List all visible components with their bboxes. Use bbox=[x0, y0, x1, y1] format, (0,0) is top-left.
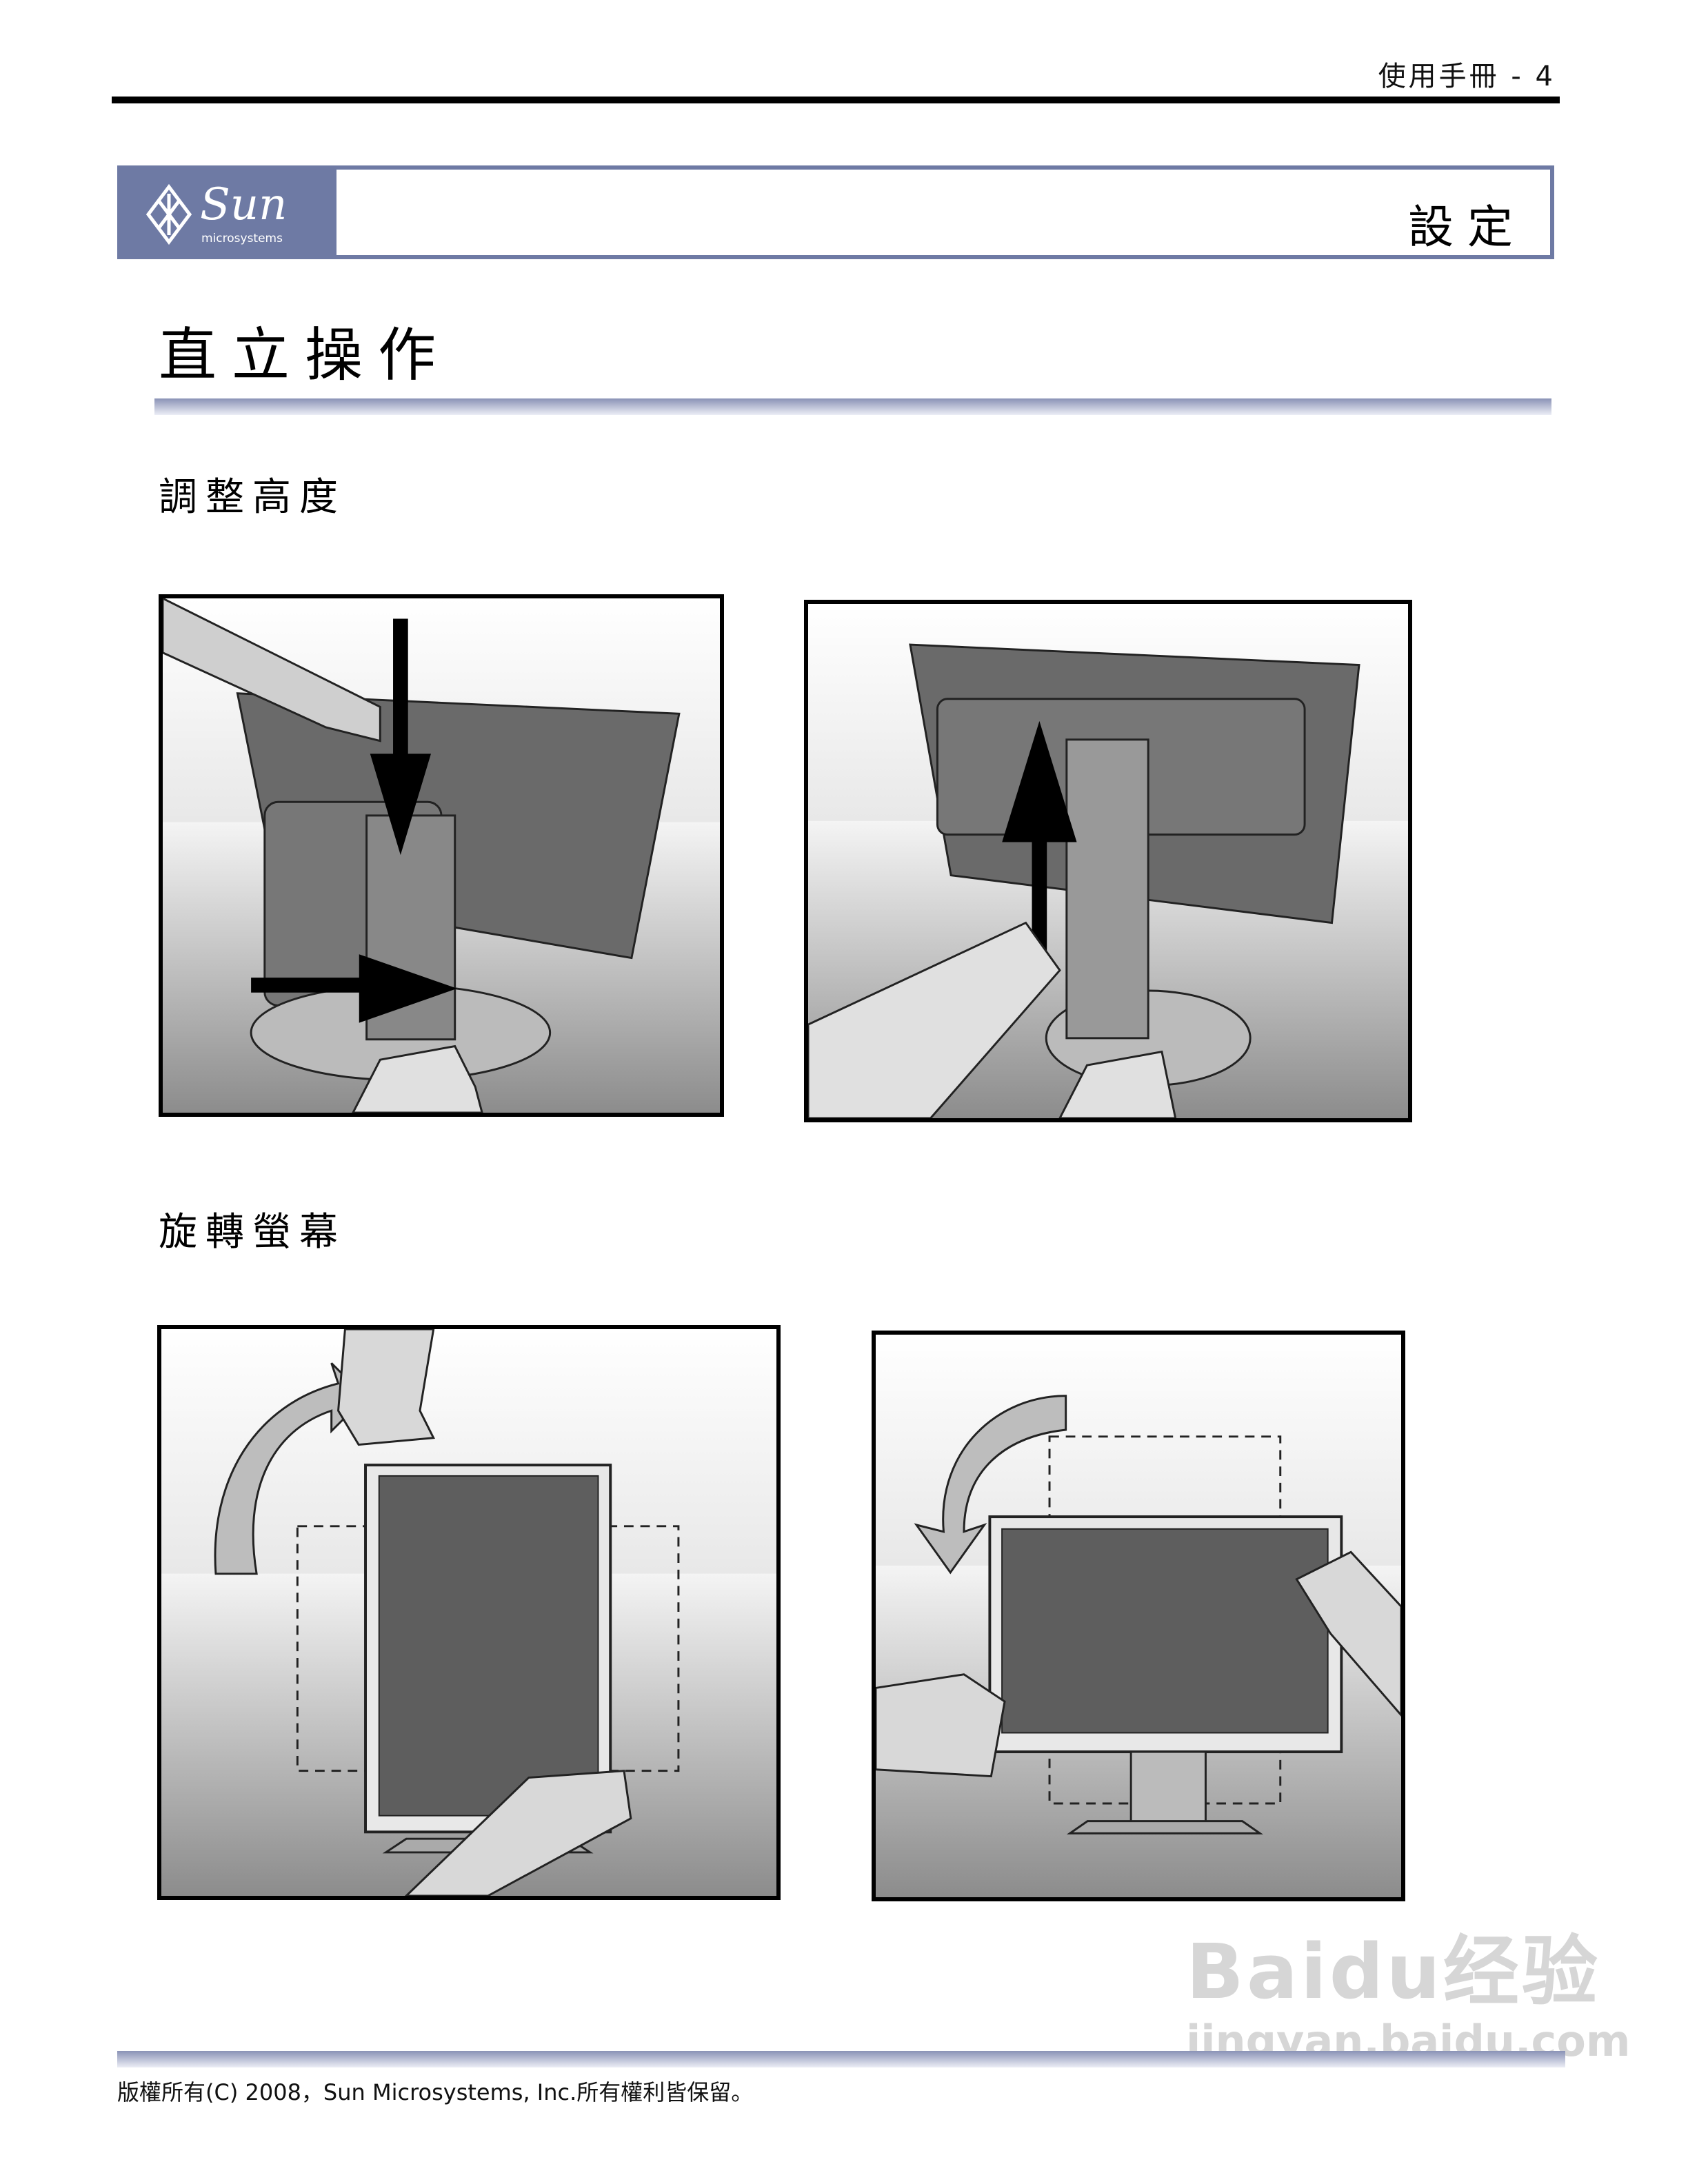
baidu-watermark: Baidu经验 jingyan.baidu.com bbox=[1186, 1928, 1631, 2066]
sun-logo: Sun microsystems bbox=[145, 179, 324, 248]
header-rule bbox=[112, 97, 1560, 103]
sun-logo-icon bbox=[145, 183, 192, 245]
illustration-lower-height bbox=[159, 594, 724, 1117]
page-title: 直立操作 bbox=[159, 321, 452, 389]
copyright-text: 版權所有(C) 2008，Sun Microsystems, Inc.所有權利皆… bbox=[117, 2079, 754, 2105]
heading-adjust-height: 調整高度 bbox=[159, 475, 346, 520]
illustration-rotate-landscape bbox=[872, 1331, 1405, 1901]
heading-rotate-screen: 旋轉螢幕 bbox=[159, 1210, 346, 1255]
illustration-rotate-portrait bbox=[157, 1325, 781, 1900]
illustration-raise-height bbox=[804, 600, 1412, 1122]
footer-divider bbox=[117, 2051, 1565, 2067]
title-divider bbox=[154, 398, 1551, 415]
section-title: 設定 bbox=[1408, 201, 1527, 254]
page-number: 使用手冊 - 4 bbox=[1378, 61, 1556, 92]
title-bar: Sun microsystems 設定 bbox=[117, 165, 1554, 259]
